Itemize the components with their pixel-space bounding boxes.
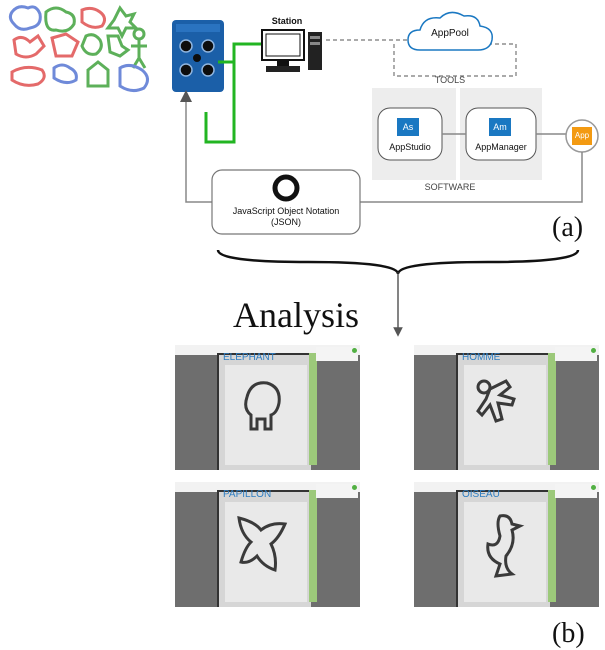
curly-brace (216, 249, 580, 275)
status-dot (591, 485, 596, 490)
side-panel (316, 347, 358, 361)
result-screenshot: ELEPHANT (175, 345, 360, 470)
app-pool-cloud (407, 11, 493, 51)
vision-sensor (172, 20, 224, 92)
app-pool-label: AppPool (431, 28, 469, 39)
human-shape (476, 379, 516, 423)
analysis-label: Analysis (233, 295, 359, 335)
app-manager-icon (489, 118, 511, 136)
butterfly-shape (237, 516, 288, 572)
result-screenshot: HOMME (414, 345, 599, 470)
json-to-sensor-arrow (180, 90, 212, 203)
app-studio-label: AppStudio (389, 142, 431, 152)
app-studio-icon-label: As (402, 122, 414, 132)
green-cable (204, 60, 236, 144)
workstation-icon (261, 29, 322, 72)
json-return-path (360, 152, 583, 203)
status-strip (309, 353, 317, 465)
app-manager-icon-label: Am (493, 122, 507, 132)
panel-a-label: (a) (552, 212, 584, 243)
json-label-line1: JavaScript Object Notation (232, 206, 340, 216)
software-label: SOFTWARE (424, 182, 476, 192)
paper-sheet (456, 490, 550, 607)
green-cable-station (232, 42, 262, 62)
cookie-cutter-collection (8, 5, 149, 93)
status-strip (548, 353, 556, 465)
result-title: PAPILLON (223, 489, 272, 500)
app-badge-label: App (574, 131, 590, 140)
json-box (211, 169, 361, 235)
screenshot-toolbar (414, 482, 599, 492)
status-dot (352, 348, 357, 353)
side-panel (555, 484, 597, 498)
screenshot-toolbar (175, 482, 360, 492)
panel-b-label: (b) (552, 618, 585, 649)
app-studio-icon (397, 118, 419, 136)
app-manager-label: AppManager (475, 142, 527, 152)
cloud-tools-dashed (393, 43, 517, 77)
app-badge (572, 127, 592, 145)
result-title: HOMME (462, 352, 501, 363)
json-logo-icon (272, 174, 300, 202)
result-screenshot: OISEAU (414, 482, 599, 607)
side-panel (555, 347, 597, 361)
result-title: OISEAU (462, 489, 500, 500)
station-label: Station (271, 16, 303, 26)
paper-sheet (217, 490, 311, 607)
status-dot (591, 348, 596, 353)
tools-label: TOOLS (434, 75, 466, 85)
status-strip (309, 490, 317, 602)
screenshot-toolbar (175, 345, 360, 355)
status-strip (548, 490, 556, 602)
elephant-shape (244, 381, 281, 431)
json-label-line2: (JSON) (271, 217, 301, 227)
status-dot (352, 485, 357, 490)
result-screenshot: PAPILLON (175, 482, 360, 607)
bird-shape (486, 514, 525, 578)
result-title: ELEPHANT (223, 352, 276, 363)
screenshot-toolbar (414, 345, 599, 355)
side-panel (316, 484, 358, 498)
